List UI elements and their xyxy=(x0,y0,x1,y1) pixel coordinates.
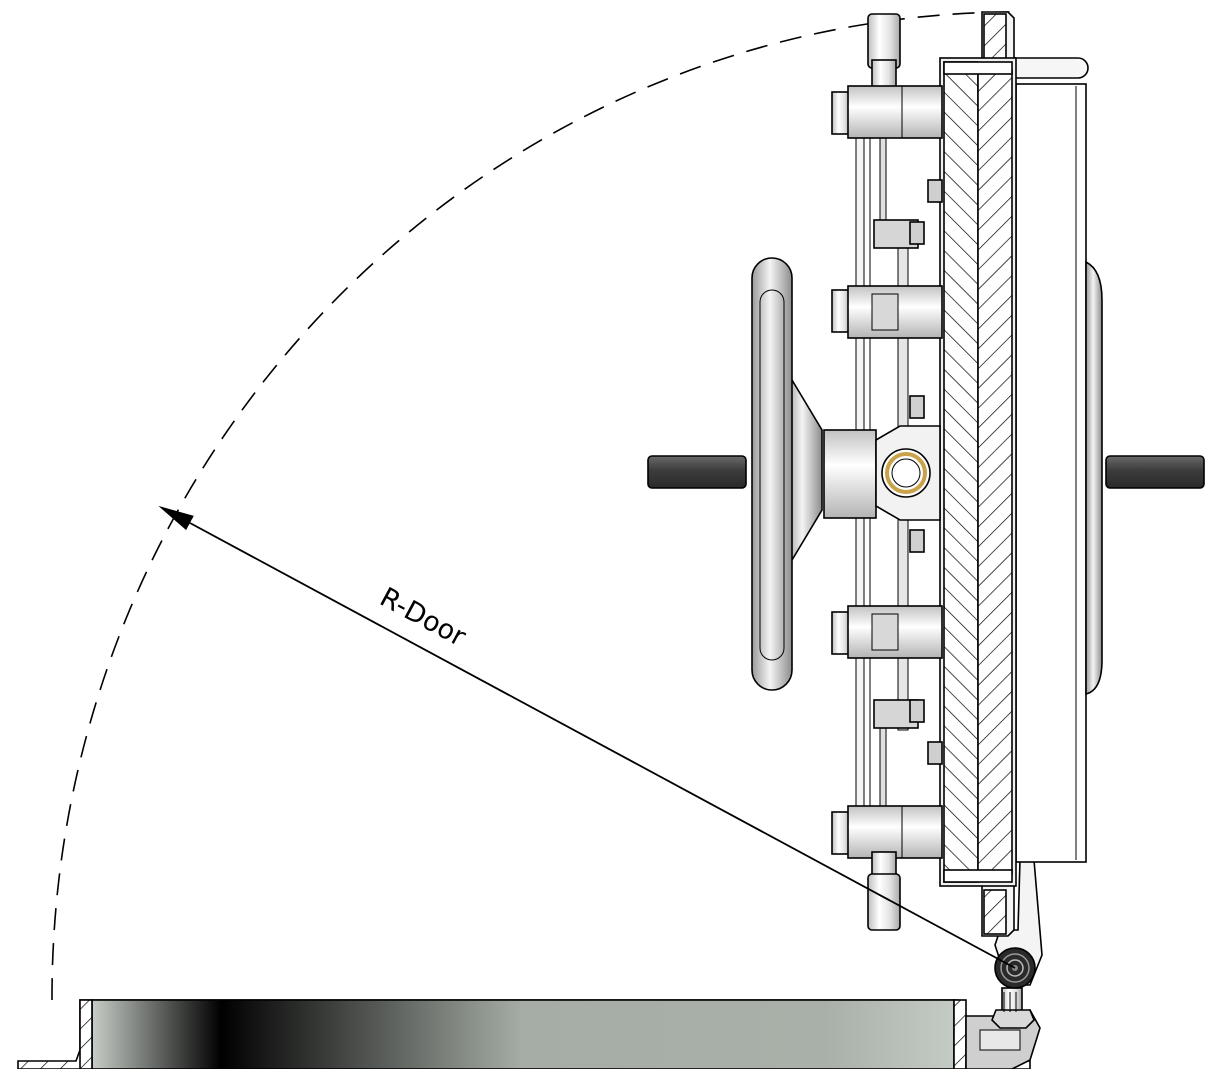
door-brackets xyxy=(927,179,943,765)
rod-nuts xyxy=(909,221,925,723)
vessel-nozzle xyxy=(17,999,1041,1069)
locking-bolt-bottom xyxy=(831,805,943,931)
central-hub xyxy=(823,425,941,521)
lifting-lug xyxy=(1014,57,1089,79)
locking-bolt-upper xyxy=(831,219,943,339)
left-handle xyxy=(647,455,747,489)
hinge-bolt xyxy=(991,987,1035,1029)
door-body xyxy=(939,57,1017,887)
radius-label: R-Door xyxy=(375,582,472,653)
bushing-ring xyxy=(885,452,927,494)
door-swing-arc xyxy=(51,11,1018,1001)
locking-bolt-lower xyxy=(831,605,943,729)
radius-dimension-line xyxy=(158,505,1016,969)
right-handle xyxy=(1105,455,1205,489)
handwheel xyxy=(751,257,823,691)
inner-cover-plate xyxy=(1015,83,1103,863)
locking-bolt-top xyxy=(831,13,943,139)
